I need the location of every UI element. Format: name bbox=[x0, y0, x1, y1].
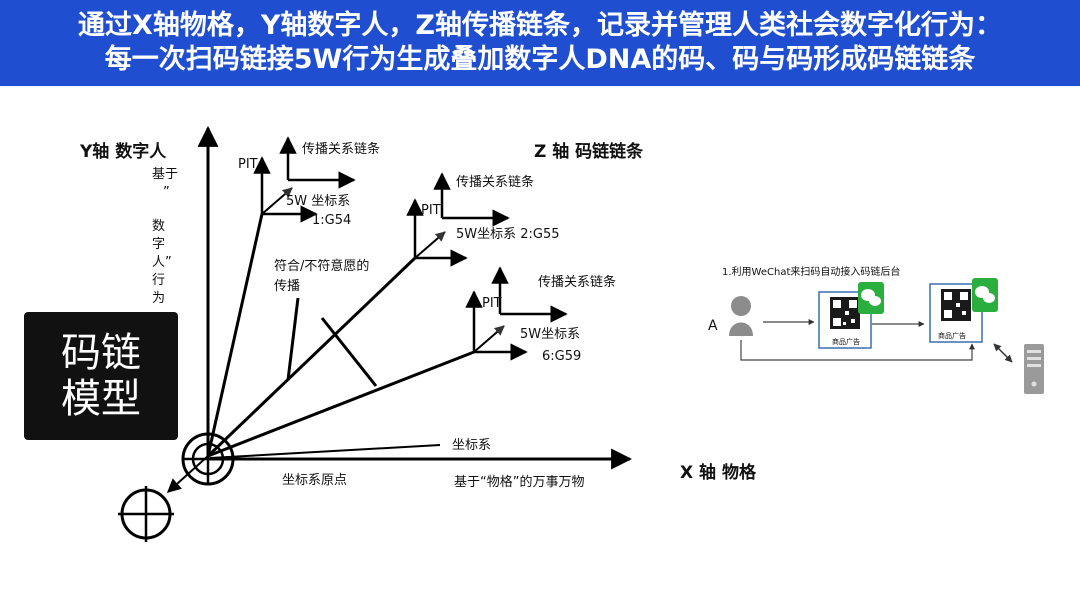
frame-1-chain-label: 传播关系链条 bbox=[302, 141, 380, 157]
x-axis-description: 基于“物格”的万事万物 bbox=[454, 474, 584, 490]
x-axis-title: X 轴 物格 bbox=[680, 462, 757, 483]
offset-target-icon bbox=[118, 486, 174, 542]
coordinate-frame-1 bbox=[253, 136, 356, 223]
z-axis-title: Z 轴 码链链条 bbox=[534, 141, 644, 162]
wechat-icon-1 bbox=[858, 282, 884, 314]
qr-poster-2: 商品广告 bbox=[929, 283, 983, 343]
frame-2-title: 5W坐标系 2:G55 bbox=[456, 227, 560, 242]
model-title-line-1: 码链 bbox=[61, 330, 141, 376]
frame-1-pit-label: PIT bbox=[238, 157, 258, 172]
header-line-1: 通过X轴物格，Y轴数字人，Z轴传播链条，记录并管理人类社会数字化行为： bbox=[78, 10, 1002, 41]
propagation-mark-1 bbox=[286, 297, 300, 381]
propagation-mark-2 bbox=[320, 317, 378, 387]
model-title-line-2: 模型 bbox=[61, 376, 141, 422]
frame-1-title: 5W 坐标系 bbox=[286, 194, 350, 209]
frame-2-chain-label: 传播关系链条 bbox=[456, 174, 534, 190]
svg-text:行: 行 bbox=[152, 273, 165, 288]
svg-text:”: ” bbox=[163, 185, 170, 200]
user-avatar-icon bbox=[729, 296, 753, 336]
server-icon bbox=[1024, 344, 1044, 394]
svg-text:人”: 人” bbox=[152, 255, 172, 270]
header-line-2: 每一次扫码链接5W行为生成叠加数字人DNA的码、码与码形成码链链条 bbox=[104, 44, 976, 75]
model-title-box: 码链 模型 bbox=[24, 312, 178, 440]
svg-text:数: 数 bbox=[152, 219, 165, 234]
svg-text:基于: 基于 bbox=[152, 167, 178, 182]
frame-3-chain-label: 传播关系链条 bbox=[538, 274, 616, 290]
header-banner: 通过X轴物格，Y轴数字人，Z轴传播链条，记录并管理人类社会数字化行为： 每一次扫… bbox=[0, 0, 1080, 86]
svg-text:字: 字 bbox=[152, 237, 165, 252]
wechat-caption: 1.利用WeChat来扫码自动接入码链后台 bbox=[722, 265, 900, 278]
coord-line bbox=[209, 444, 441, 459]
ad-label-1: 商品广告 bbox=[832, 337, 860, 346]
chain-line-1 bbox=[206, 213, 264, 457]
chain-line-3 bbox=[207, 350, 475, 458]
ad-label-2: 商品广告 bbox=[938, 331, 966, 340]
frame-3-title: 5W坐标系 bbox=[520, 327, 580, 342]
flow-arrow bbox=[740, 340, 975, 361]
frame-2-pit-label: PIT bbox=[421, 203, 441, 218]
origin-label: 坐标系原点 bbox=[282, 473, 347, 488]
coordinate-frame-2 bbox=[406, 172, 510, 267]
server-link-arrow bbox=[993, 343, 1013, 363]
chain-line-2 bbox=[206, 256, 417, 458]
frame-3-code: 6:G59 bbox=[542, 349, 581, 364]
y-axis-title: Y轴 数字人 bbox=[79, 141, 167, 162]
coordinate-system-label: 坐标系 bbox=[452, 438, 491, 453]
y-axis-description: 基于 ” 数 字 人” 行 为 bbox=[152, 167, 178, 306]
user-a-label: A bbox=[708, 318, 718, 334]
frame-1-code: 1:G54 bbox=[312, 213, 351, 228]
propagation-label-1: 符合/不符意愿的 bbox=[274, 258, 369, 274]
propagation-label-2: 传播 bbox=[274, 279, 300, 294]
wechat-icon-2 bbox=[972, 278, 998, 312]
svg-text:为: 为 bbox=[152, 291, 165, 306]
coordinate-frame-3 bbox=[465, 266, 568, 361]
frame-3-pit-label: PIT bbox=[482, 296, 502, 311]
origin-target-icon bbox=[181, 432, 235, 486]
